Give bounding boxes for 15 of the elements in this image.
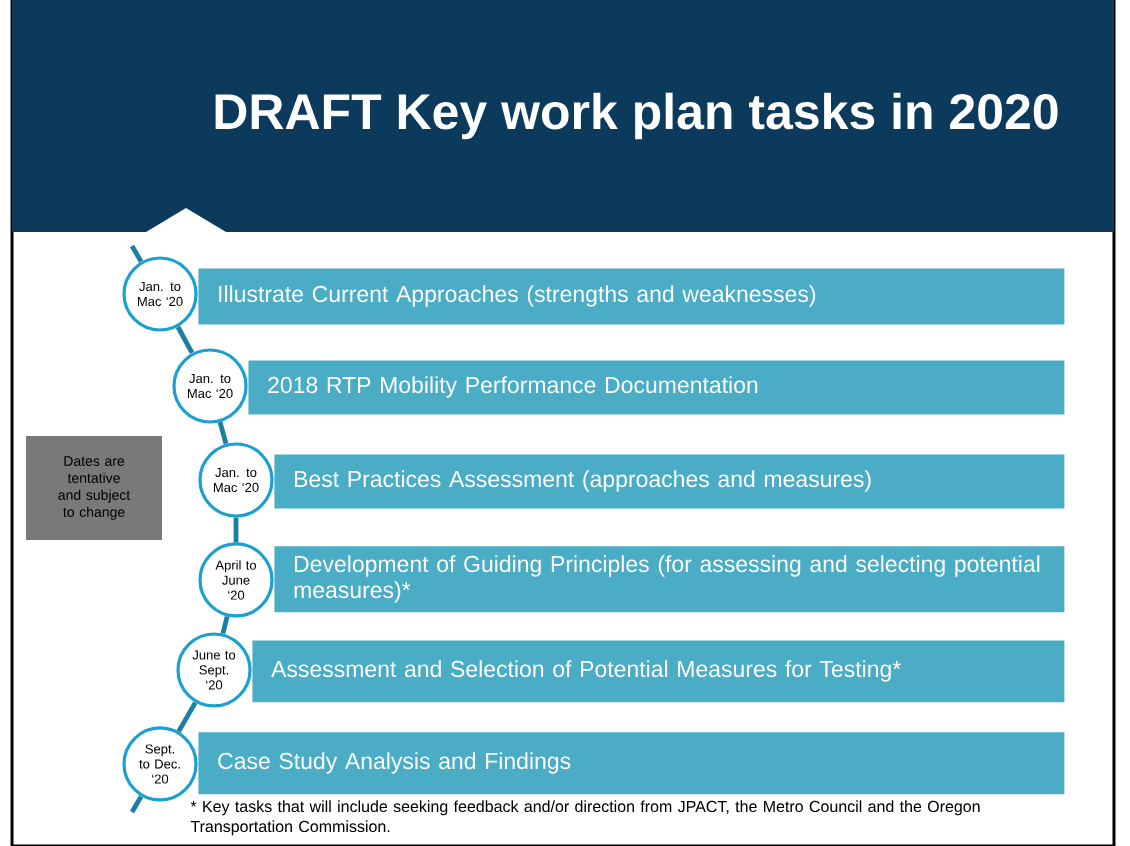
task-bar: Illustrate Current Approaches (strengths and weaknesses) bbox=[198, 268, 1065, 325]
timeline-line bbox=[217, 421, 229, 445]
footnote: * Key tasks that will include seeking feedback and/or direction from JPACT, the Metro Council and the Oregon Transportation Commission. bbox=[190, 800, 980, 836]
task-bar: Development of Guiding Principles (for assessing and selecting potential measures)* bbox=[274, 546, 1065, 613]
task-bar: Case Study Analysis and Findings bbox=[198, 732, 1065, 795]
timeline-line bbox=[175, 325, 195, 355]
task-bar: Best Practices Assessment (approaches and measures) bbox=[274, 454, 1065, 509]
title: DRAFT Key work plan tasks in 2020 bbox=[215, 92, 1058, 140]
task-bar: Assessment and Selection of Potential Measures for Testing* bbox=[252, 640, 1065, 703]
timeline-line bbox=[233, 517, 239, 543]
timeline-line bbox=[176, 701, 198, 733]
task-bar: 2018 RTP Mobility Performance Documentation bbox=[248, 360, 1065, 415]
timeline-line bbox=[220, 615, 230, 635]
timeline-line bbox=[129, 244, 144, 263]
timeline-line bbox=[129, 795, 144, 814]
